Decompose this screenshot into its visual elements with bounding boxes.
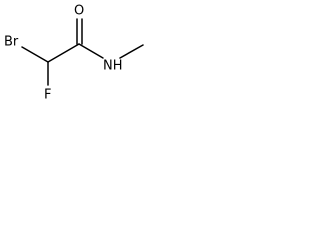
- atom-bromine-label: Br: [4, 35, 19, 50]
- bond-c-c: [47, 43, 80, 63]
- chemical-structure: O Br F NH: [4, 4, 144, 103]
- atom-oxygen-label: O: [74, 4, 84, 19]
- bond-c-n: [78, 43, 104, 59]
- atom-nitrogen-hydrogen-label: NH: [103, 59, 123, 74]
- atom-fluorine-label: F: [44, 88, 51, 103]
- bond-br-c: [21, 46, 49, 63]
- bond-n-methyl: [119, 44, 144, 59]
